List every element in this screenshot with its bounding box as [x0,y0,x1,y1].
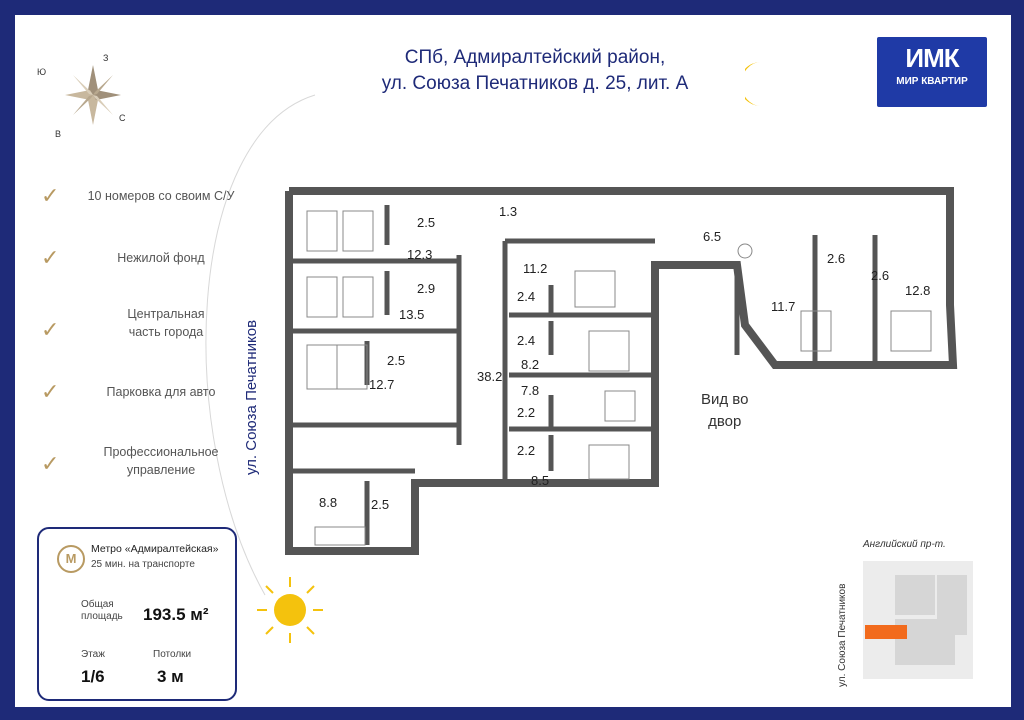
compass-label-top: З [103,53,109,63]
area-value: 193.5 м² [143,605,209,624]
floor-label: Этаж [81,649,105,660]
compass: З Ю В С [35,45,145,145]
features-list: ✓ 10 номеров со своим С/У ✓ Нежилой фонд… [35,181,235,503]
feature-item: ✓ Нежилой фонд [35,243,235,305]
room-area: 8.2 [521,357,540,372]
floor-value: 1/6 [81,667,105,686]
room-area: 2.6 [871,268,890,283]
check-icon: ✓ [41,317,60,342]
room-area: 6.5 [703,229,722,244]
room-area: 8.8 [319,495,338,510]
feature-text: Парковка для авто [106,385,216,399]
compass-label-bottom: В [55,129,62,139]
feature-text: Профессиональное управление [103,445,219,477]
room-area: 1.3 [499,204,518,219]
compass-label-right: С [119,113,126,123]
room-area: 7.8 [521,383,540,398]
room-area: 11.2 [523,261,548,276]
compass-label-left: Ю [37,67,47,77]
room-area: 2.2 [517,405,536,420]
feature-text: Нежилой фонд [117,251,205,265]
locator-highlight [865,625,907,639]
room-area: 2.5 [371,497,390,512]
metro-travel-time: 25 мин. на транспорте [91,559,195,570]
ceiling-value: 3 м [157,667,184,686]
room-area: 2.9 [417,281,436,296]
locator-street-top: Английский пр-т. [863,539,946,550]
feature-item: ✓ Центральная часть города [35,305,235,377]
feature-item: ✓ Парковка для авто [35,377,235,441]
room-area: 2.5 [417,215,436,230]
compass-rose-icon [65,65,121,125]
room-area: 2.4 [517,289,536,304]
feature-text: 10 номеров со своим С/У [87,189,235,203]
address-title: СПб, Адмиралтейский район, ул. Союза Печ… [315,45,755,97]
room-area: 2.5 [387,353,406,368]
sun-path-arc [205,94,316,596]
company-logo: ИМК МИР КВАРТИР [877,37,987,107]
area-label: Общая площадь [81,599,123,622]
metro-icon: М [57,545,85,573]
room-area: 38.2 [477,369,503,384]
metro-station: Метро «Адмиралтейская» [91,543,219,555]
room-area: 2.4 [517,333,536,348]
locator-street-side: ул. Союза Печатников [837,583,848,687]
logo-brand: МИР КВАРТИР [896,76,968,87]
sun-icon [257,577,323,643]
room-area: 13.5 [399,307,425,322]
feature-item: ✓ Профессиональное управление [35,441,235,503]
logo-mark: ИМК [905,43,959,73]
yard-view-label: Вид во двор [701,389,748,433]
floor-plan [285,187,958,555]
feature-text: Центральная часть города [127,307,205,339]
yard-label-line-2: двор [708,413,742,430]
check-icon: ✓ [41,379,60,404]
room-area: 12.3 [407,247,433,262]
locator-map: Английский пр-т. ул. Союза Печатников [833,539,983,689]
room-area: 12.8 [905,283,931,298]
check-icon: ✓ [41,451,60,476]
room-area: 12.7 [369,377,395,392]
address-line-1: СПб, Адмиралтейский район, [404,47,666,68]
listing-sheet: З Ю В С СПб, Адмиралтейский район, ул. С… [14,14,1012,708]
yard-label-line-1: Вид во [701,391,749,408]
locator-map-graphic [863,561,973,679]
address-line-2: ул. Союза Печатников д. 25, лит. А [381,73,689,94]
room-area: 8.5 [531,473,550,488]
ceiling-label: Потолки [153,649,192,660]
room-area: 2.6 [827,251,846,266]
room-area: 11.7 [771,299,796,314]
room-area: 2.2 [517,443,536,458]
feature-item: ✓ 10 номеров со своим С/У [35,181,235,243]
property-info-card: М Метро «Адмиралтейская» 25 мин. на тран… [37,527,237,701]
check-icon: ✓ [41,183,60,208]
check-icon: ✓ [41,245,60,270]
